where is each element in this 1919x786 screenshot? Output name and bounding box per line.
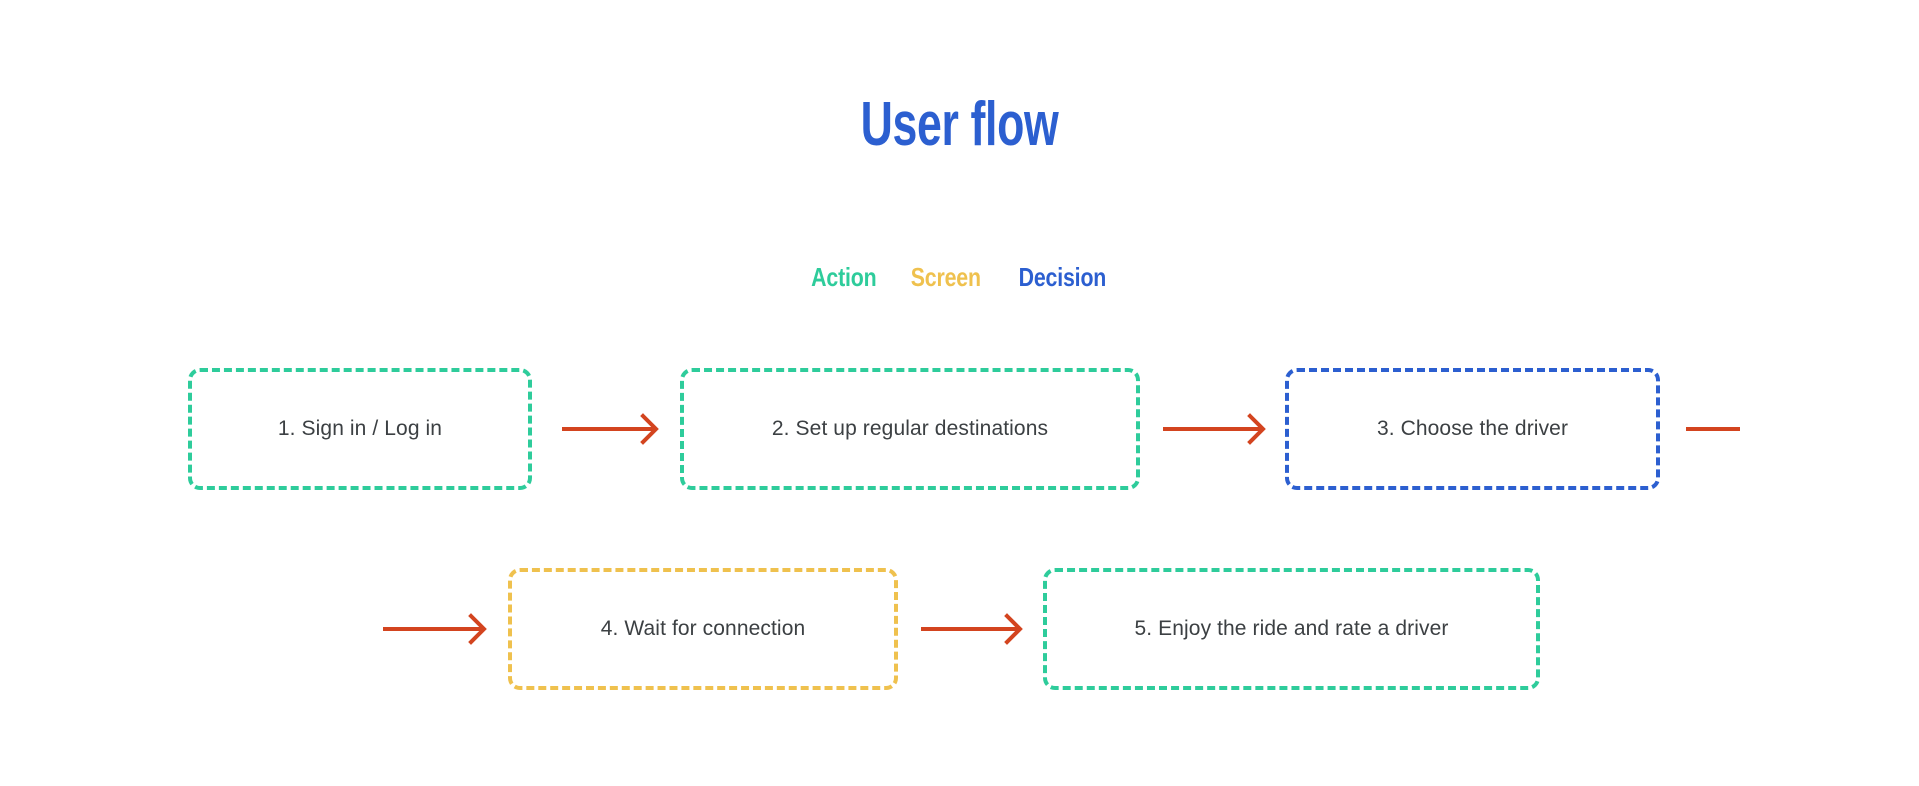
legend-item-screen: Screen — [910, 262, 982, 292]
flow-node-label: 2. Set up regular destinations — [771, 417, 1049, 440]
flow-node-label: 3. Choose the driver — [1376, 417, 1569, 440]
flow-arrow-icon — [907, 613, 1034, 645]
flow-node-3[interactable]: 3. Choose the driver — [1285, 368, 1660, 490]
flow-node-label: 4. Wait for connection — [600, 617, 806, 640]
flow-arrow-icon — [1149, 413, 1277, 445]
flow-node-1[interactable]: 1. Sign in / Log in — [188, 368, 532, 490]
flow-node-5[interactable]: 5. Enjoy the ride and rate a driver — [1043, 568, 1540, 690]
page-title: User flow — [860, 90, 1059, 159]
legend: Action Screen Decision — [0, 262, 1919, 292]
legend-item-decision: Decision — [1018, 262, 1106, 292]
flow-line-icon — [1672, 415, 1754, 443]
flow-arrow-icon — [369, 613, 498, 645]
flow-arrow-icon — [548, 413, 670, 445]
legend-item-action: Action — [810, 262, 877, 292]
flow-node-4[interactable]: 4. Wait for connection — [508, 568, 898, 690]
flow-node-2[interactable]: 2. Set up regular destinations — [680, 368, 1140, 490]
flow-node-label: 5. Enjoy the ride and rate a driver — [1134, 617, 1449, 640]
flow-node-label: 1. Sign in / Log in — [277, 417, 443, 440]
